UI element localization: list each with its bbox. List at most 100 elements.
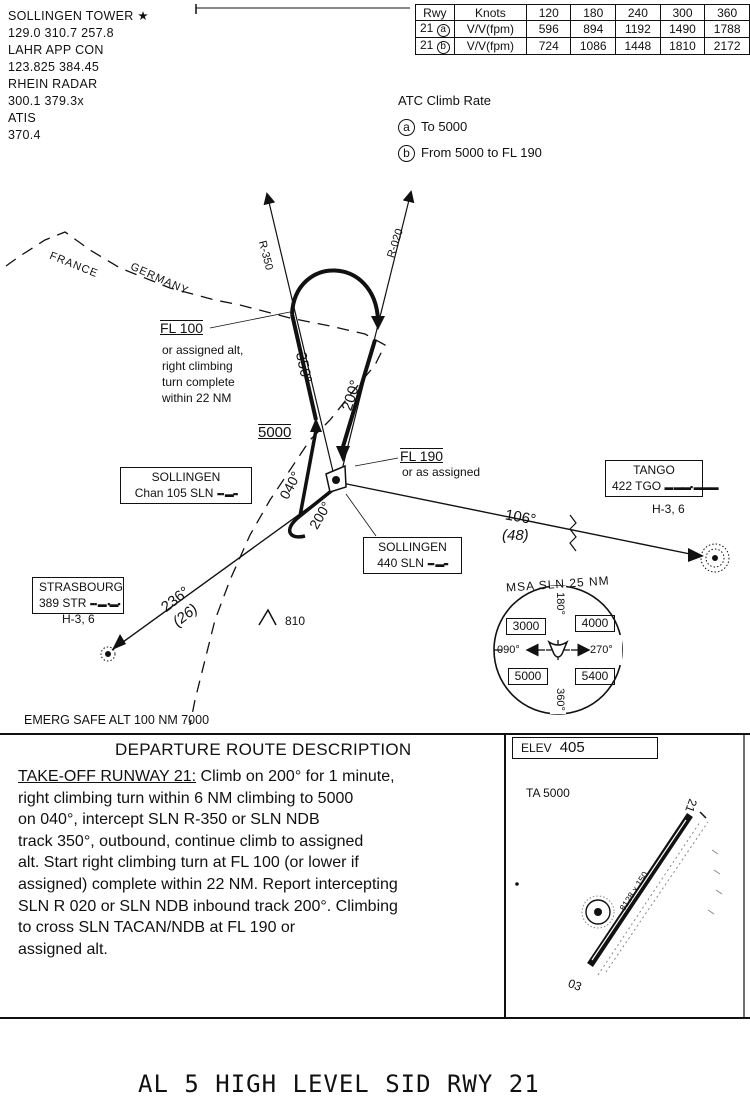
- radial-020-line: [339, 190, 415, 479]
- obstacle-symbol: [258, 608, 277, 626]
- tower-name: SOLLINGEN TOWER ★: [8, 9, 149, 23]
- approach-name: LAHR APP CON: [8, 43, 104, 57]
- fl100-label: FL 100: [160, 320, 204, 336]
- airport-diagram: [581, 811, 723, 976]
- procedure-heading: DEPARTURE ROUTE DESCRIPTION: [115, 740, 412, 759]
- distance-48: (48): [502, 527, 529, 544]
- msa-bearing-top: 180°: [553, 592, 566, 615]
- tango-ndb-symbol: [700, 543, 730, 573]
- msa-bearing-left: 090°: [497, 644, 520, 656]
- msa-se: 5400: [575, 668, 615, 685]
- arrow-236: [112, 634, 126, 650]
- strasbourg-freq: 389 STR: [39, 596, 87, 610]
- row-rwy: 21 b: [415, 37, 455, 55]
- tango-box: TANGO 422 TGO ▬ ▬▬▪ ▬▬▬: [605, 460, 719, 497]
- emergency-safe-altitude: EMERG SAFE ALT 100 NM 7000: [24, 713, 210, 727]
- leader-ndb: [345, 493, 377, 537]
- arrow-350: [310, 418, 322, 432]
- procedure-text: TAKE-OFF RUNWAY 21: Climb on 200° for 1 …: [18, 768, 398, 958]
- row-cell: 894: [570, 20, 617, 38]
- leader-fl190: [354, 457, 399, 467]
- row-unit: V/V(fpm): [453, 20, 528, 38]
- climb-rate-table: Rwy Knots 120 180 240 300 360 21 a V/V(f…: [415, 4, 750, 55]
- table-row: 21 b V/V(fpm) 724 1086 1448 1810 2172: [415, 37, 750, 55]
- leg-236: [111, 489, 334, 651]
- row-cell: 1192: [615, 20, 661, 38]
- atis-freq: 370.4: [8, 128, 41, 142]
- table-header-row: Rwy Knots 120 180 240 300 360: [415, 4, 750, 21]
- tango-freq: 422 TGO: [612, 479, 662, 493]
- morse-icon: ▪▪▪ ▬▪▪: [216, 489, 238, 499]
- row-cell: 1810: [659, 37, 706, 55]
- tango-name: TANGO: [633, 463, 675, 477]
- row-unit: V/V(fpm): [453, 37, 528, 55]
- approach-freq: 123.825 384.45: [8, 60, 100, 74]
- atis-name: ATIS: [8, 111, 37, 125]
- elevation-value: 405: [559, 739, 585, 756]
- sln-ndb-name: SOLLINGEN: [378, 540, 447, 554]
- transition-altitude: TA 5000: [526, 786, 570, 800]
- fl190-label: FL 190: [400, 448, 444, 464]
- sln-ndb-box: SOLLINGEN 440 SLN ▪▪▪ ▬▪▪: [363, 537, 462, 574]
- fl190-note: or as assigned: [402, 465, 481, 479]
- row-cell: 2172: [704, 37, 750, 55]
- msa-nw: 3000: [506, 618, 546, 635]
- route-040: [298, 429, 318, 517]
- sln-tacan-freq: Chan 105 SLN: [134, 486, 214, 500]
- leader-fl100: [209, 311, 291, 329]
- radar-name: RHEIN RADAR: [8, 77, 98, 91]
- radial-350-line: [263, 192, 336, 481]
- msa-bearing-right: 270°: [590, 644, 613, 656]
- row-cell: 724: [526, 37, 572, 55]
- sln-tacan-name: SOLLINGEN: [151, 470, 221, 484]
- msa-ne: 4000: [575, 615, 615, 632]
- route-initial-turn: [287, 486, 337, 539]
- arrow-turn: [371, 316, 385, 330]
- sln-tacan-box: SOLLINGEN Chan 105 SLN ▪▪▪ ▬▪▪: [120, 467, 252, 504]
- header-180: 180: [570, 4, 617, 21]
- strasbourg-ndb-symbol: [100, 646, 116, 662]
- chart-title: AL 5 HIGH LEVEL SID RWY 21: [138, 1070, 540, 1098]
- tower-freq: 129.0 310.7 257.8: [8, 26, 114, 40]
- arrow-inbound: [336, 446, 350, 462]
- arrow-106: [688, 548, 704, 562]
- climb-title: ATC Climb Rate: [398, 93, 491, 108]
- sln-station-symbol: [325, 464, 347, 493]
- strasbourg-chart-ref: H-3, 6: [62, 612, 95, 626]
- header-300: 300: [659, 4, 706, 21]
- strasbourg-box: STRASBOURG 389 STR ▪▪▪ ▬ ▪▬▪: [32, 577, 124, 614]
- morse-icon: ▪▪▪ ▬▪▪: [427, 559, 448, 569]
- header-360: 360: [704, 4, 750, 21]
- msa-bearing-bottom: 360°: [553, 688, 566, 711]
- header-knots: Knots: [453, 4, 528, 21]
- msa-circle: [493, 585, 623, 715]
- frequency-list: SOLLINGEN TOWER ★ 129.0 310.7 257.8 LAHR…: [8, 8, 149, 144]
- radar-freq: 300.1 379.3x: [8, 94, 84, 108]
- punch-dot: [515, 882, 519, 886]
- route-turn: [290, 268, 380, 321]
- border-line: [5, 231, 386, 726]
- row-cell: 1086: [570, 37, 617, 55]
- strasbourg-name: STRASBOURG: [39, 580, 124, 594]
- fl100-note: or assigned alt, right climbing turn com…: [162, 343, 244, 405]
- leg-106: [341, 482, 701, 557]
- obstacle-elevation: 810: [285, 614, 306, 628]
- morse-icon: ▬ ▬▬▪ ▬▬▬: [664, 482, 718, 492]
- row-cell: 1448: [615, 37, 661, 55]
- break-mark: [569, 514, 577, 552]
- header-120: 120: [526, 4, 572, 21]
- msa-sw: 5000: [508, 668, 548, 685]
- sln-ndb-freq: 440 SLN: [377, 556, 424, 570]
- row-cell: 1788: [704, 20, 750, 38]
- elevation-label: ELEV: [521, 741, 552, 755]
- elevation-box: ELEV 405: [512, 737, 658, 759]
- alt-5000-label: 5000: [258, 424, 292, 441]
- route-350: [290, 313, 318, 421]
- runway-label: TAKE-OFF RUNWAY 21:: [18, 768, 197, 785]
- morse-icon: ▪▪▪ ▬ ▪▬▪: [89, 599, 121, 609]
- row-cell: 1490: [659, 20, 706, 38]
- tango-chart-ref: H-3, 6: [652, 502, 685, 516]
